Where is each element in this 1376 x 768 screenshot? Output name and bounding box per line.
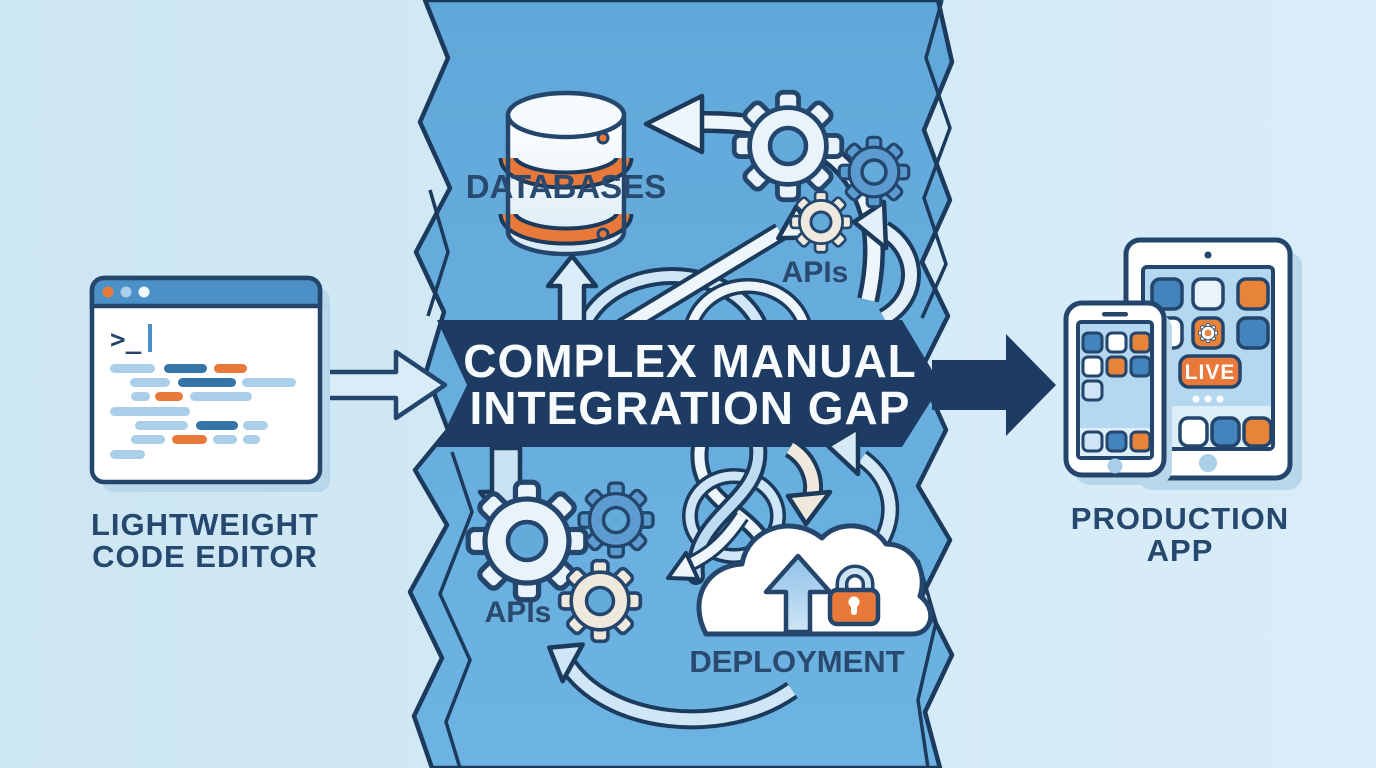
lock-icon (827, 564, 881, 627)
phone-device (1063, 300, 1172, 485)
app-icon[interactable] (1150, 277, 1184, 311)
app-icon[interactable] (1081, 379, 1104, 402)
banner-line-2: INTEGRATION GAP (470, 382, 911, 434)
flow-arrow-left (319, 349, 448, 421)
home-button[interactable] (1107, 458, 1123, 474)
page-dot (1204, 395, 1212, 403)
curved-arrow-head (851, 199, 889, 251)
curved-arrow-head (825, 425, 861, 477)
app-icon[interactable] (1105, 331, 1128, 354)
app-icon[interactable] (1178, 416, 1209, 448)
app-icon[interactable] (1129, 331, 1152, 354)
cursor-icon (148, 324, 152, 352)
torn-edge-line (438, 451, 474, 768)
camera-icon (1204, 251, 1212, 259)
window-titlebar (89, 275, 323, 309)
app-icon[interactable] (1129, 430, 1152, 453)
app-icon[interactable] (1081, 331, 1104, 354)
app-icon[interactable] (1236, 316, 1270, 350)
app-icon[interactable] (1191, 277, 1225, 311)
tablet-device: LIVE (1123, 237, 1302, 490)
right-caption-line-2: APP (1147, 533, 1214, 568)
terminal-prompt-icon: >_ (110, 325, 142, 355)
apis-bottom-label: APIs (485, 596, 552, 629)
app-icon[interactable] (1081, 430, 1104, 453)
torn-edge-line (920, 0, 952, 319)
app-icon[interactable] (1129, 355, 1152, 378)
home-button[interactable] (1199, 454, 1217, 472)
app-icon[interactable] (1210, 416, 1241, 448)
deployment-label: DEPLOYMENT (689, 644, 904, 679)
window-dot-blue[interactable] (120, 286, 132, 298)
gears-top (734, 92, 911, 254)
curved-arrow-head (643, 93, 705, 155)
banner-line-1: COMPLEX MANUAL (463, 335, 917, 387)
gears-bottom (468, 482, 655, 644)
flow-arrow-right (932, 334, 1056, 436)
databases-label: DATABASES (466, 168, 666, 205)
right-caption-line-1: PRODUCTION (1071, 501, 1289, 536)
app-icon[interactable] (1236, 277, 1270, 311)
live-badge-label: LIVE (1185, 361, 1236, 384)
live-badge: LIVE (1178, 354, 1242, 389)
app-icon[interactable] (1242, 416, 1273, 448)
app-icon[interactable] (1105, 355, 1128, 378)
page-dot (1192, 395, 1200, 403)
curved-arrow-head (666, 551, 700, 581)
cloud-upload-icon (696, 523, 934, 637)
upload-arrow-icon (763, 553, 833, 635)
window-dot-orange[interactable] (102, 286, 114, 298)
apis-top-label: APIs (782, 256, 849, 289)
database-indicator-dot (596, 131, 610, 145)
app-icon[interactable] (1105, 430, 1128, 453)
database-icon (498, 90, 634, 257)
gap-banner: COMPLEX MANUAL INTEGRATION GAP (437, 320, 941, 447)
app-icon[interactable] (1081, 355, 1104, 378)
window-dot-white[interactable] (138, 286, 150, 298)
code-editor-window: >_ (89, 275, 330, 492)
curved-arrow-head (547, 642, 585, 684)
code-lines (110, 364, 296, 459)
torn-edge-line (916, 559, 938, 768)
torn-edge-line (426, 189, 450, 317)
page-dot (1216, 395, 1224, 403)
left-caption-line-2: CODE EDITOR (92, 539, 318, 574)
curved-arrow-head (785, 489, 833, 527)
left-caption-line-1: LIGHTWEIGHT (91, 507, 319, 542)
database-indicator-dot (596, 227, 610, 241)
speaker-icon (1102, 312, 1128, 317)
